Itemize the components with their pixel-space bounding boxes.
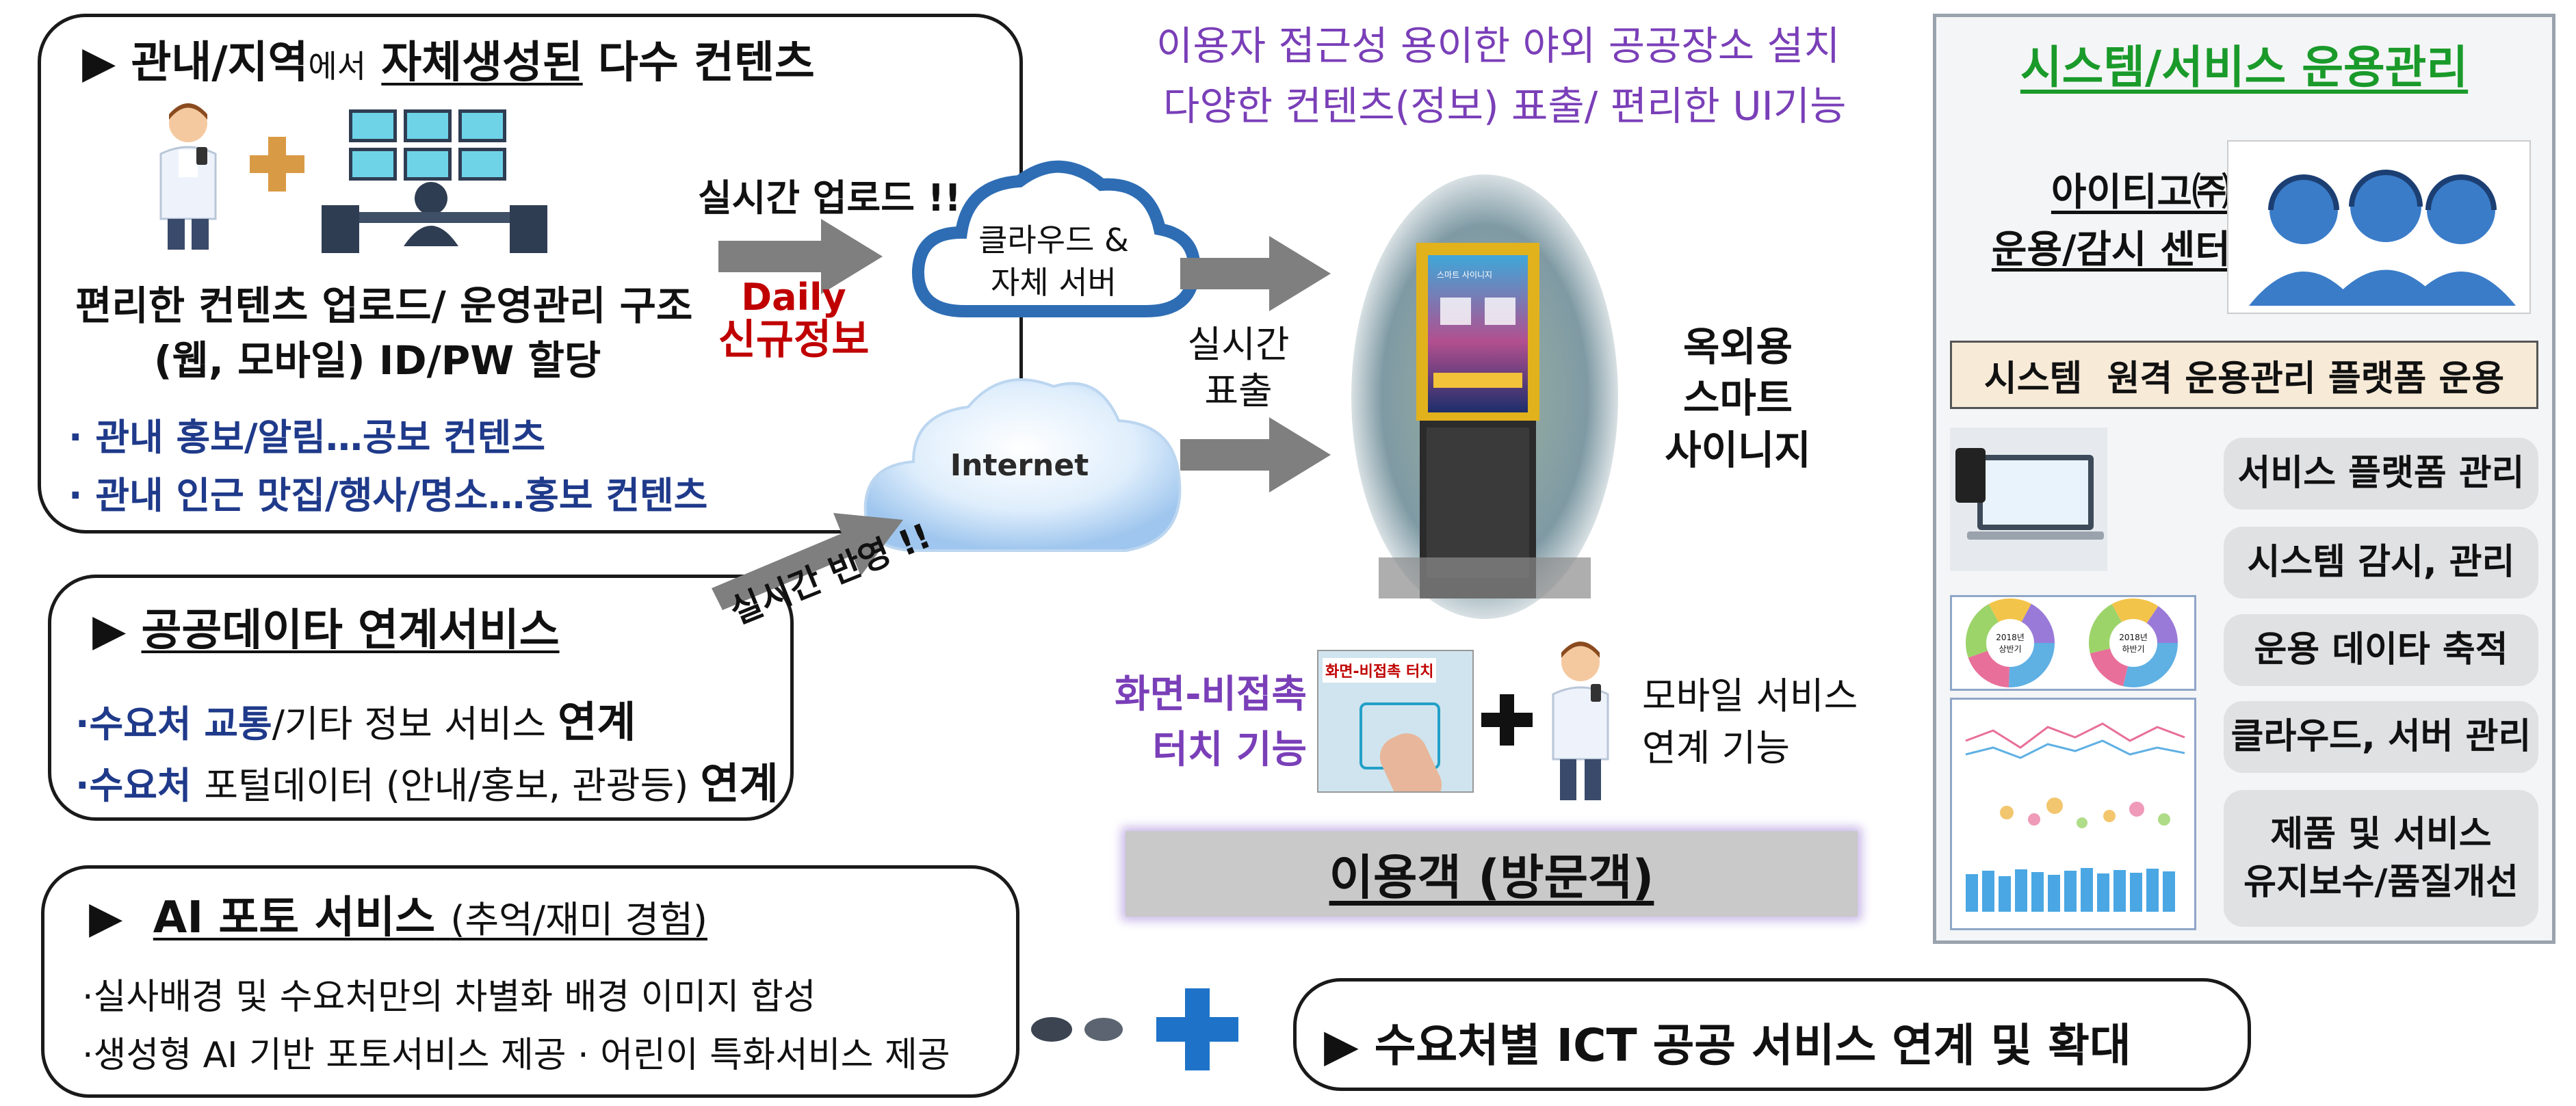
operator-desk-icon bbox=[322, 109, 547, 253]
display-arrow-top bbox=[1180, 236, 1331, 311]
signage-label: 옥외용 스마트 사이니지 bbox=[1642, 321, 1834, 476]
daily-line-2: 신규정보 bbox=[718, 316, 870, 365]
display-line-2: 표출 bbox=[1204, 369, 1273, 412]
ai-heading: ▶ AI 포토 서비스 (추억/재미 경험) bbox=[89, 893, 707, 943]
pill-cloud-server: 클라우드, 서버 관리 bbox=[2224, 701, 2538, 773]
contents-bullet-1: · 관내 홍보/알림…공보 컨텐츠 bbox=[68, 416, 546, 459]
internet-cloud-icon bbox=[863, 378, 1182, 552]
mobile-label: 모바일 서비스 연계 기능 bbox=[1642, 670, 1858, 774]
person-phone-icon bbox=[159, 103, 217, 250]
display-arrow-bottom bbox=[1180, 417, 1331, 492]
touch-photo-caption: 화면-비접촉 터치 bbox=[1323, 658, 1437, 683]
company-name: 아이티고㈜ bbox=[2051, 170, 2230, 215]
cloud-line-2: 자체 서버 bbox=[991, 264, 1117, 302]
mobile-line-2: 연계 기능 bbox=[1642, 726, 1790, 769]
expansion-bubble bbox=[1293, 978, 2251, 1091]
public-data-line-2: ·수요처 포털데이터 (안내/홍보, 관광등) 연계 bbox=[75, 759, 779, 808]
display-line-1: 실시간 bbox=[1187, 323, 1290, 366]
contents-bullet-2: · 관내 인근 맛집/행사/명소…홍보 컨텐츠 bbox=[68, 474, 708, 517]
daily-line-1: Daily bbox=[741, 276, 846, 319]
plus-icon bbox=[250, 137, 304, 192]
touch-line-2: 터치 기능 bbox=[1152, 728, 1307, 773]
header-line-1: 이용자 접근성 용이한 야외 공공장소 설치 bbox=[1156, 23, 1840, 69]
public-data-bubble bbox=[48, 575, 794, 821]
center-name: 운용/감시 센터 bbox=[1991, 228, 2230, 272]
analytics-chart-icon bbox=[1950, 698, 2196, 930]
person-phone-icon bbox=[1552, 642, 1609, 800]
pill-maintenance: 제품 및 서비스 유지보수/품질개선 bbox=[2224, 790, 2538, 927]
laptop-dashboard-icon bbox=[1950, 427, 2107, 571]
cloud-label: 클라우드 & 자체 서버 bbox=[944, 219, 1163, 304]
reflect-arrow bbox=[712, 513, 903, 610]
plus-icon bbox=[1481, 694, 1533, 746]
plus-icon bbox=[1156, 988, 1238, 1070]
signage-screen-title: 스마트 사이니지 bbox=[1437, 270, 1493, 280]
display-label: 실시간 표출 bbox=[1170, 321, 1307, 414]
ai-line-2: ·생성형 AI 기반 포토서비스 제공 · 어린이 특화서비스 제공 bbox=[82, 1035, 950, 1076]
upload-arrow bbox=[718, 219, 883, 294]
touch-photo-icon: 화면-비접촉 터치 bbox=[1317, 650, 1474, 793]
kiosk-icon bbox=[1351, 174, 1618, 619]
signage-line-2: 스마트 bbox=[1682, 375, 1793, 422]
management-title: 시스템/서비스 운용관리 bbox=[2020, 41, 2469, 94]
header-line-2: 다양한 컨텐츠(정보) 표출/ 편리한 UI기능 bbox=[1163, 83, 1847, 129]
donut-label-1: 2018년 상반기 bbox=[1996, 633, 2025, 654]
contents-bubble bbox=[38, 14, 1023, 534]
public-data-line-1: ·수요처 교통/기타 정보 서비스 연계 bbox=[75, 697, 636, 747]
ai-line-1: ·실사배경 및 수요처만의 차별화 배경 이미지 합성 bbox=[82, 977, 816, 1018]
touch-label: 화면-비접촉 터치 기능 bbox=[1081, 667, 1307, 778]
pill-data-accumulation: 운용 데이타 축적 bbox=[2224, 614, 2538, 686]
public-data-heading: ▶ 공공데이타 연계서비스 bbox=[92, 605, 560, 656]
pill-service-platform: 서비스 플랫폼 관리 bbox=[2224, 438, 2538, 510]
signage-line-1: 옥외용 bbox=[1682, 324, 1793, 370]
structure-line-1: 편리한 컨텐츠 업로드/ 운영관리 구조 bbox=[75, 282, 693, 329]
cloud-line-1: 클라우드 & bbox=[978, 222, 1129, 259]
expansion-text: ▶ 수요처별 ICT 공공 서비스 연계 및 확대 bbox=[1324, 1019, 2131, 1072]
donut-label-2: 2018년 하반기 bbox=[2119, 633, 2148, 654]
internet-label: Internet bbox=[950, 448, 1089, 483]
pill-system-monitoring: 시스템 감시, 관리 bbox=[2224, 527, 2538, 598]
donut-chart-icon: 2018년 상반기 2018년 하반기 bbox=[1950, 595, 2196, 691]
daily-label: Daily 신규정보 bbox=[712, 277, 876, 363]
platform-bar: 시스템 원격 운용관리 플랫폼 운용 bbox=[1950, 341, 2538, 409]
signage-line-3: 사이니지 bbox=[1665, 426, 1811, 473]
mobile-line-1: 모바일 서비스 bbox=[1642, 674, 1858, 717]
ai-bubble bbox=[41, 865, 1019, 1098]
contents-heading: ▶ 관내/지역에서 자체생성된 다수 컨텐츠 bbox=[82, 38, 815, 88]
headset-operators-icon bbox=[2227, 140, 2531, 314]
structure-line-2: (웹, 모바일) ID/PW 할당 bbox=[154, 337, 601, 384]
center-label: 아이티고㈜ 운용/감시 센터 bbox=[1957, 164, 2230, 279]
upload-label: 실시간 업로드 !! bbox=[698, 176, 961, 220]
visitor-box: 이용객 (방문객) bbox=[1126, 831, 1858, 917]
touch-line-1: 화면-비접촉 bbox=[1115, 672, 1307, 717]
visitor-label: 이용객 (방문객) bbox=[1329, 850, 1654, 906]
ellipsis-dots-icon bbox=[1031, 1017, 1123, 1042]
